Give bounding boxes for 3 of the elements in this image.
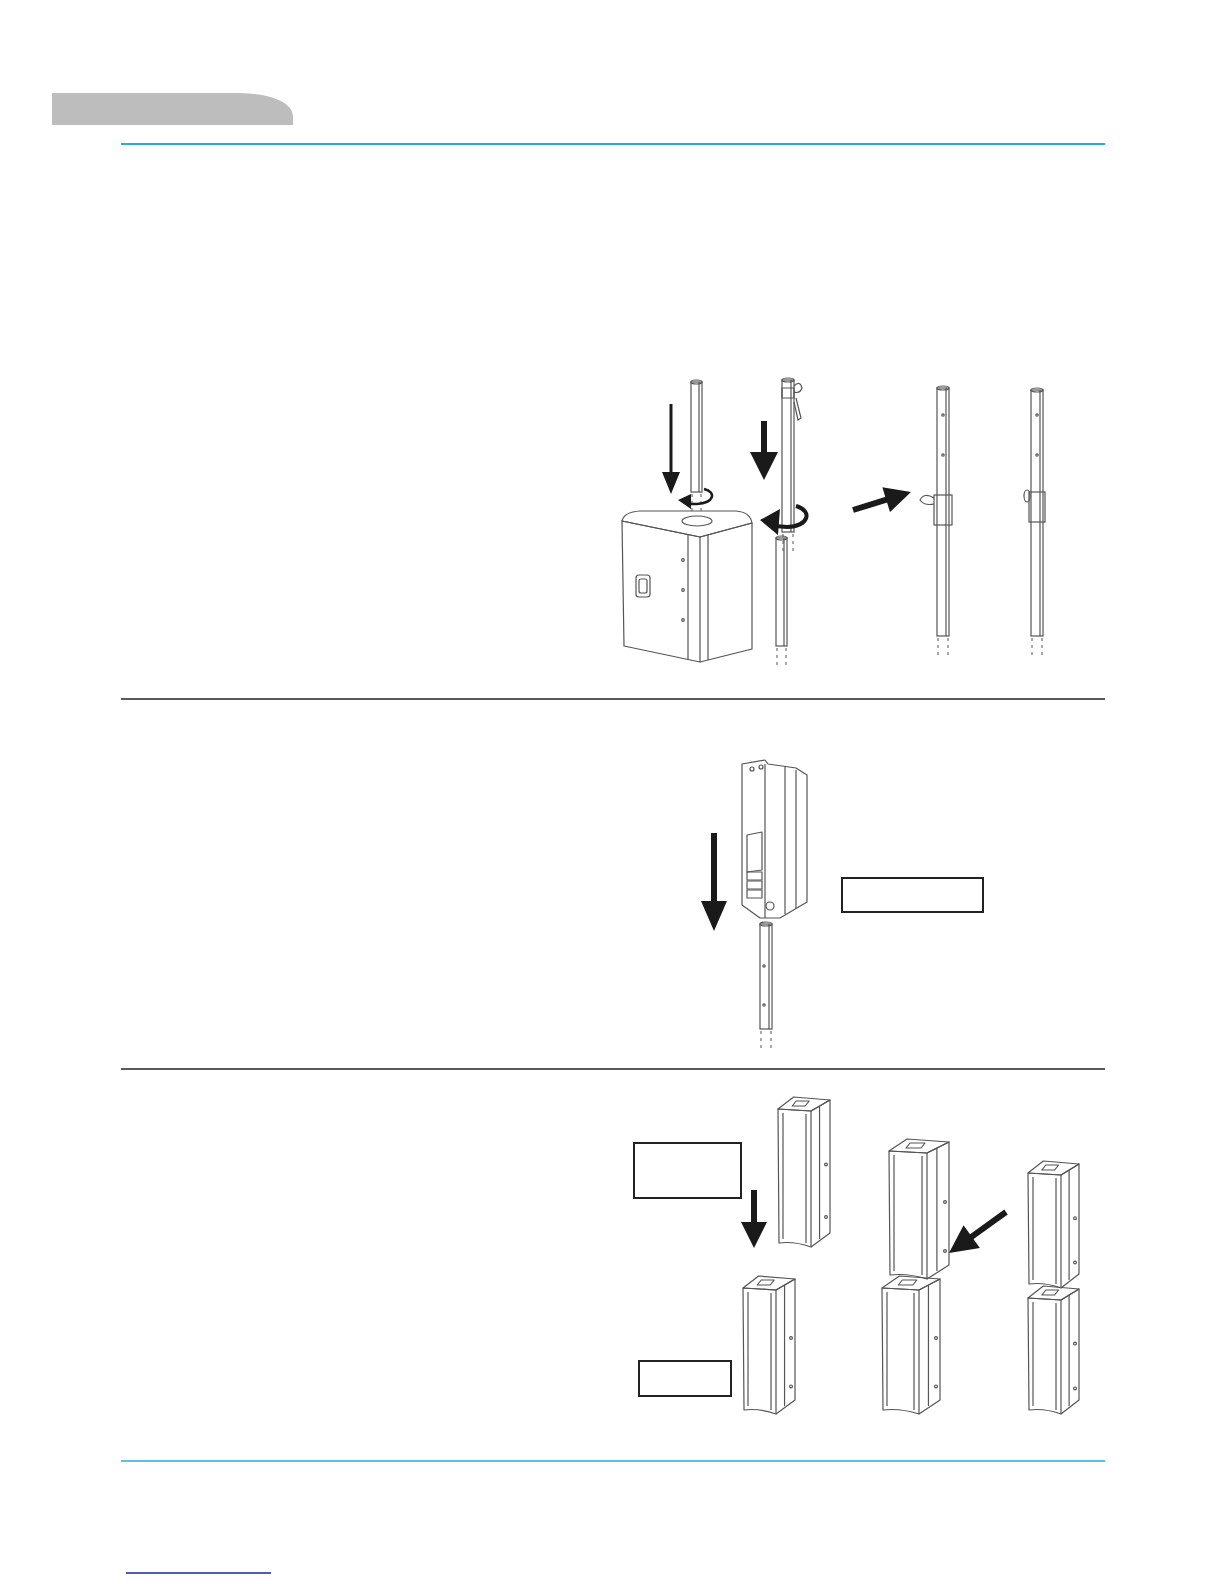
label-box (638, 1360, 732, 1397)
label-box (633, 1142, 742, 1199)
label-box (841, 877, 984, 913)
